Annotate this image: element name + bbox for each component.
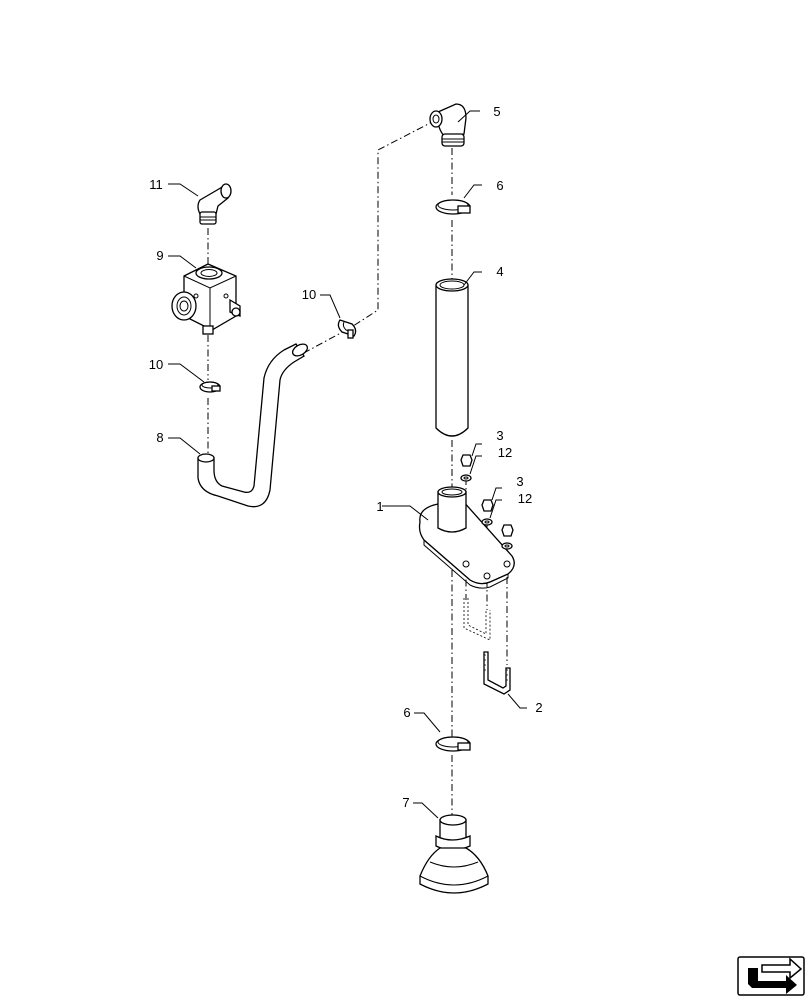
part-6-hose-clamp-upper [435,199,471,215]
part-10-clamp-right [337,319,357,339]
part-1-mount-plate [418,486,515,589]
part-12-washer-c [501,542,513,550]
callout-9: 9 [156,248,163,263]
callout-12-a: 12 [498,445,512,460]
part-2-u-bolt-hidden [463,598,491,641]
next-page-arrow-icon[interactable] [737,956,805,996]
callout-3-a: 3 [496,428,503,443]
part-8-hose [197,343,309,508]
centerlines [207,119,508,815]
part-12-washer-a [460,474,472,482]
part-7-strainer [419,814,489,894]
callout-2: 2 [535,700,542,715]
callout-1: 1 [376,499,383,514]
part-6-hose-clamp-lower [435,736,471,752]
part-3-nut-a [460,454,473,467]
part-3-nut-b [481,499,494,512]
callout-11: 11 [149,177,163,192]
callout-10-right: 10 [302,287,316,302]
callout-4: 4 [496,264,503,279]
callout-7: 7 [402,795,409,810]
part-11-elbow-fitting [197,183,232,225]
leader-lines [168,110,527,819]
part-10-clamp-left [199,381,221,393]
part-9-valve-body [171,263,241,335]
callout-8: 8 [156,430,163,445]
part-5-elbow-fitting [429,103,467,147]
callout-10-left: 10 [149,357,163,372]
callout-6-upper: 6 [496,178,503,193]
part-2-u-bolt [483,651,511,695]
callout-12-b: 12 [518,491,532,506]
part-12-washer-b [481,518,493,526]
callout-5: 5 [493,104,500,119]
part-4-tube [435,278,469,437]
callout-6-lower: 6 [403,705,410,720]
part-3-nut-c [501,524,514,537]
callout-3-b: 3 [516,474,523,489]
